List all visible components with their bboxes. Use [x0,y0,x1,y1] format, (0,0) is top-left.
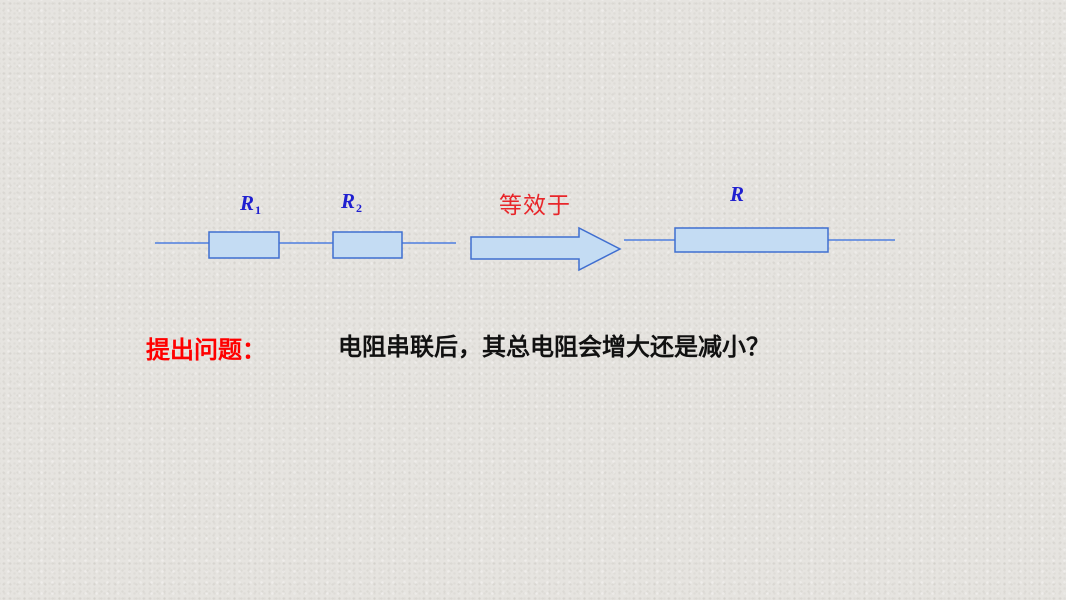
label-r: R [730,182,745,206]
equivalence-arrow [470,226,622,272]
label-r2-sub: 2 [356,201,363,215]
equivalent-to-label: 等效于 [499,193,571,219]
resistor-r [674,227,829,253]
label-r1-sub: 1 [255,203,262,217]
question-label: 提出问题： [146,336,266,364]
resistor-r2 [332,231,403,259]
label-r1: R1 [240,191,262,217]
label-r1-main: R [240,191,255,215]
label-r2: R2 [341,189,363,215]
question-text: 电阻串联后，其总电阻会增大还是减小？ [338,333,770,361]
resistor-r1 [208,231,280,259]
label-r2-main: R [341,189,356,213]
